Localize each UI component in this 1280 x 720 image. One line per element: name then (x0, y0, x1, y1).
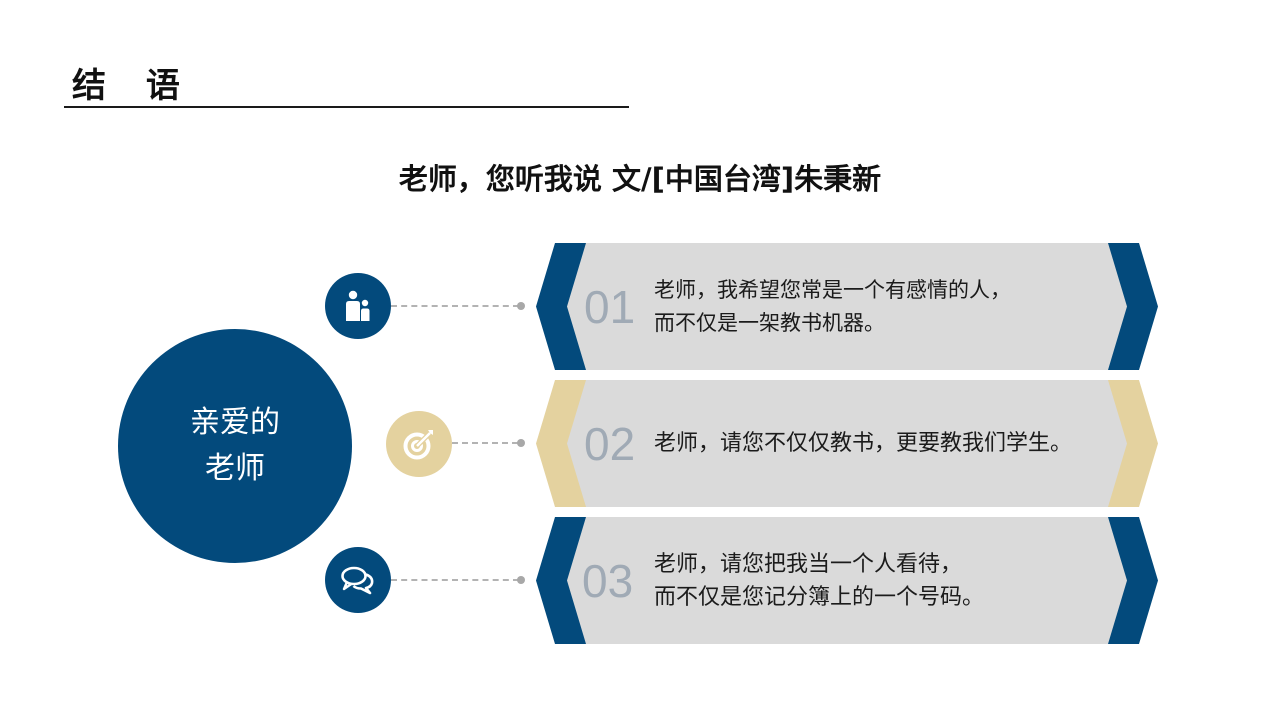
item-card-3: 03 老师，请您把我当一个人看待， 而不仅是您记分簿上的一个号码。 (536, 517, 1158, 644)
chat-bubbles-icon (341, 566, 374, 595)
hub-circle: 亲爱的 老师 (118, 329, 352, 563)
section-title: 结 语 (72, 66, 194, 106)
node-chat (325, 547, 391, 613)
item-text-line1: 老师，请您不仅仅教书，更要教我们学生。 (654, 431, 1073, 456)
connector-dot-1 (517, 302, 525, 310)
item-text: 老师，请您不仅仅教书，更要教我们学生。 (654, 380, 1110, 507)
target-icon (403, 430, 433, 460)
hub-label-line1: 亲爱的 (190, 405, 280, 440)
item-card-2: 02 老师，请您不仅仅教书，更要教我们学生。 (536, 380, 1158, 507)
hub-label-line2: 老师 (205, 451, 265, 486)
card-shape (536, 380, 1158, 507)
item-number: 03 (582, 554, 634, 607)
poem-title: 老师，您听我说 文/[中国台湾]朱秉新 (398, 162, 882, 196)
card-shape (536, 243, 1158, 370)
people-icon (346, 290, 370, 321)
title-underline (64, 106, 629, 108)
connector-dot-2 (517, 439, 525, 447)
connector-2 (452, 442, 518, 444)
item-text: 老师，请您把我当一个人看待， 而不仅是您记分簿上的一个号码。 (654, 517, 1110, 644)
item-text-line1: 老师，请您把我当一个人看待， (654, 551, 963, 577)
item-card-1: 01 老师，我希望您常是一个有感情的人， 而不仅是一架教书机器。 (536, 243, 1158, 370)
connector-1 (391, 305, 519, 307)
connector-dot-3 (517, 576, 525, 584)
connector-3 (391, 579, 519, 581)
node-people (325, 273, 391, 339)
item-text-line1: 老师，我希望您常是一个有感情的人， (654, 277, 1011, 302)
item-number: 02 (584, 417, 636, 470)
item-text: 老师，我希望您常是一个有感情的人， 而不仅是一架教书机器。 (654, 243, 1110, 370)
item-number: 01 (584, 280, 636, 333)
card-shape (536, 517, 1158, 644)
item-text-line2: 而不仅是一架教书机器。 (654, 310, 885, 335)
item-text-line2: 而不仅是您记分簿上的一个号码。 (654, 584, 985, 610)
node-target (386, 411, 452, 477)
